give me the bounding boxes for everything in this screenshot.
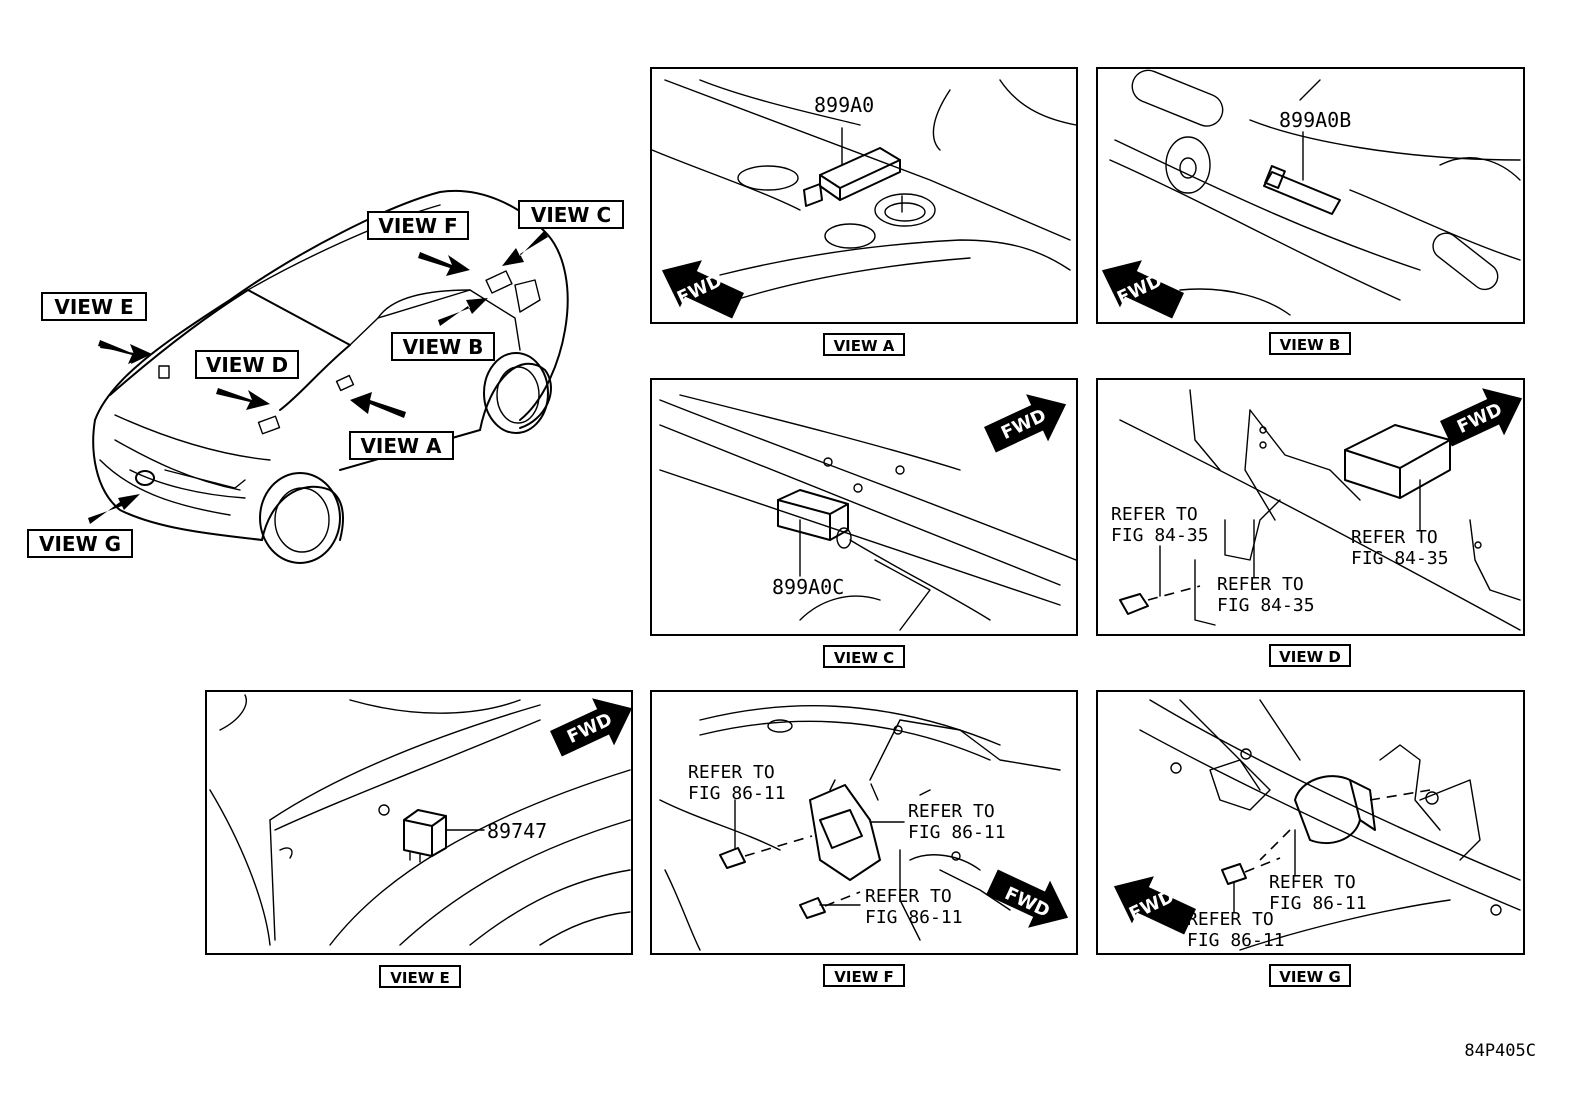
svg-text:89747: 89747	[487, 819, 547, 843]
svg-text:VIEW B: VIEW B	[1280, 336, 1341, 354]
svg-text:VIEW C: VIEW C	[834, 649, 894, 667]
svg-text:899A0C: 899A0C	[772, 575, 844, 599]
svg-text:REFER TO: REFER TO	[1217, 574, 1304, 595]
panel-view-d: REFER TO FIG 84-35 REFER TO FIG 84-35 RE…	[1096, 374, 1534, 636]
panel-view-f: REFER TO FIG 86-11 REFER TO FIG 86-11 RE…	[650, 690, 1080, 955]
caption-view-c: VIEW C	[823, 645, 905, 668]
refer-f-2: REFER TO FIG 86-11	[908, 801, 1006, 843]
figure-code: 84P405C	[1464, 1041, 1536, 1061]
panel-view-b: 899A0B FWD	[1090, 67, 1525, 330]
svg-text:VIEW D: VIEW D	[206, 353, 288, 377]
svg-text:VIEW F: VIEW F	[378, 214, 457, 238]
panel-view-a: 899A0 FWD	[650, 67, 1078, 330]
view-label-a: VIEW A	[349, 431, 454, 460]
svg-text:FIG 84-35: FIG 84-35	[1111, 525, 1209, 546]
svg-text:VIEW E: VIEW E	[54, 295, 133, 319]
view-label-c: VIEW C	[518, 200, 624, 229]
view-label-g: VIEW G	[27, 529, 133, 558]
svg-text:FIG 86-11: FIG 86-11	[908, 822, 1006, 843]
refer-g-1: REFER TO FIG 86-11	[1269, 872, 1367, 914]
svg-text:VIEW E: VIEW E	[390, 969, 449, 987]
refer-f-1: REFER TO FIG 86-11	[688, 762, 786, 804]
svg-text:REFER TO: REFER TO	[1269, 872, 1356, 893]
caption-view-g: VIEW G	[1269, 964, 1351, 987]
refer-d-3: REFER TO FIG 84-35	[1351, 527, 1449, 569]
caption-view-d: VIEW D	[1269, 644, 1351, 667]
svg-text:FIG 86-11: FIG 86-11	[1187, 930, 1285, 951]
svg-text:REFER TO: REFER TO	[688, 762, 775, 783]
svg-text:VIEW B: VIEW B	[403, 335, 484, 359]
svg-text:REFER TO: REFER TO	[1187, 909, 1274, 930]
view-label-b: VIEW B	[391, 332, 495, 361]
svg-text:REFER TO: REFER TO	[865, 886, 952, 907]
view-label-f: VIEW F	[367, 211, 469, 240]
svg-text:VIEW A: VIEW A	[360, 434, 442, 458]
svg-text:FIG 86-11: FIG 86-11	[688, 783, 786, 804]
svg-text:VIEW D: VIEW D	[1279, 648, 1341, 666]
panel-view-c: 899A0C FWD	[650, 378, 1078, 636]
view-arrows	[88, 231, 548, 524]
svg-text:FIG 84-35: FIG 84-35	[1351, 548, 1449, 569]
svg-text:FIG 86-11: FIG 86-11	[865, 907, 963, 928]
caption-view-e: VIEW E	[379, 965, 461, 988]
svg-text:REFER TO: REFER TO	[1111, 504, 1198, 525]
svg-text:VIEW C: VIEW C	[531, 203, 611, 227]
svg-text:899A0B: 899A0B	[1279, 108, 1351, 132]
svg-text:VIEW G: VIEW G	[1279, 968, 1341, 986]
refer-f-3: REFER TO FIG 86-11	[865, 886, 963, 928]
refer-g-2: REFER TO FIG 86-11	[1187, 909, 1285, 951]
panel-view-e: 89747 FWD	[205, 684, 644, 955]
view-label-e: VIEW E	[41, 292, 147, 321]
caption-view-b: VIEW B	[1269, 332, 1351, 355]
caption-view-f: VIEW F	[823, 964, 905, 987]
svg-text:REFER TO: REFER TO	[1351, 527, 1438, 548]
svg-text:VIEW F: VIEW F	[834, 968, 893, 986]
svg-text:FIG 86-11: FIG 86-11	[1269, 893, 1367, 914]
caption-view-a: VIEW A	[823, 333, 905, 356]
refer-d-1: REFER TO FIG 84-35	[1111, 504, 1209, 546]
svg-text:REFER TO: REFER TO	[908, 801, 995, 822]
refer-d-2: REFER TO FIG 84-35	[1217, 574, 1315, 616]
svg-text:FIG 84-35: FIG 84-35	[1217, 595, 1315, 616]
vehicle-overview	[92, 190, 569, 564]
svg-text:VIEW G: VIEW G	[39, 532, 121, 556]
view-label-d: VIEW D	[195, 350, 299, 379]
svg-text:VIEW A: VIEW A	[834, 337, 895, 355]
svg-text:899A0: 899A0	[814, 93, 874, 117]
panel-view-g: REFER TO FIG 86-11 REFER TO FIG 86-11 FW…	[1096, 690, 1525, 955]
